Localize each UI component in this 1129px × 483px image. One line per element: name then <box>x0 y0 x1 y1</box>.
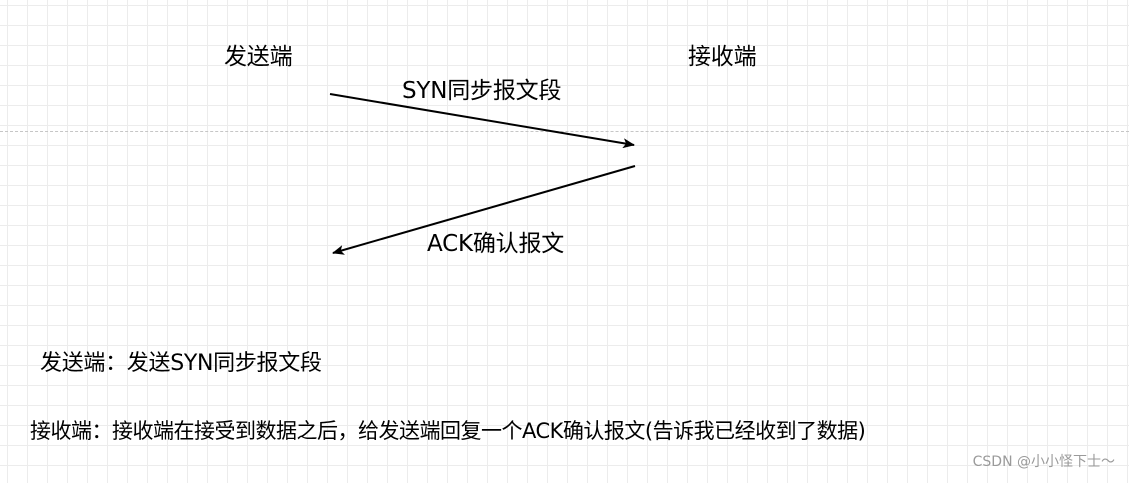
receiver-label: 接收端 <box>688 44 757 70</box>
ack-arrow-label: ACK确认报文 <box>427 231 565 257</box>
sender-label: 发送端 <box>224 44 293 70</box>
dashed-guide-line <box>0 131 1129 132</box>
csdn-watermark: CSDN @小小怪下士～ <box>972 454 1115 470</box>
ack-arrow <box>332 165 636 255</box>
sender-note: 发送端：发送SYN同步报文段 <box>40 351 322 376</box>
syn-arrow-label: SYN同步报文段 <box>402 78 562 104</box>
syn-arrow <box>329 93 635 149</box>
receiver-note: 接收端：接收端在接受到数据之后，给发送端回复一个ACK确认报文(告诉我已经收到了… <box>30 419 866 443</box>
